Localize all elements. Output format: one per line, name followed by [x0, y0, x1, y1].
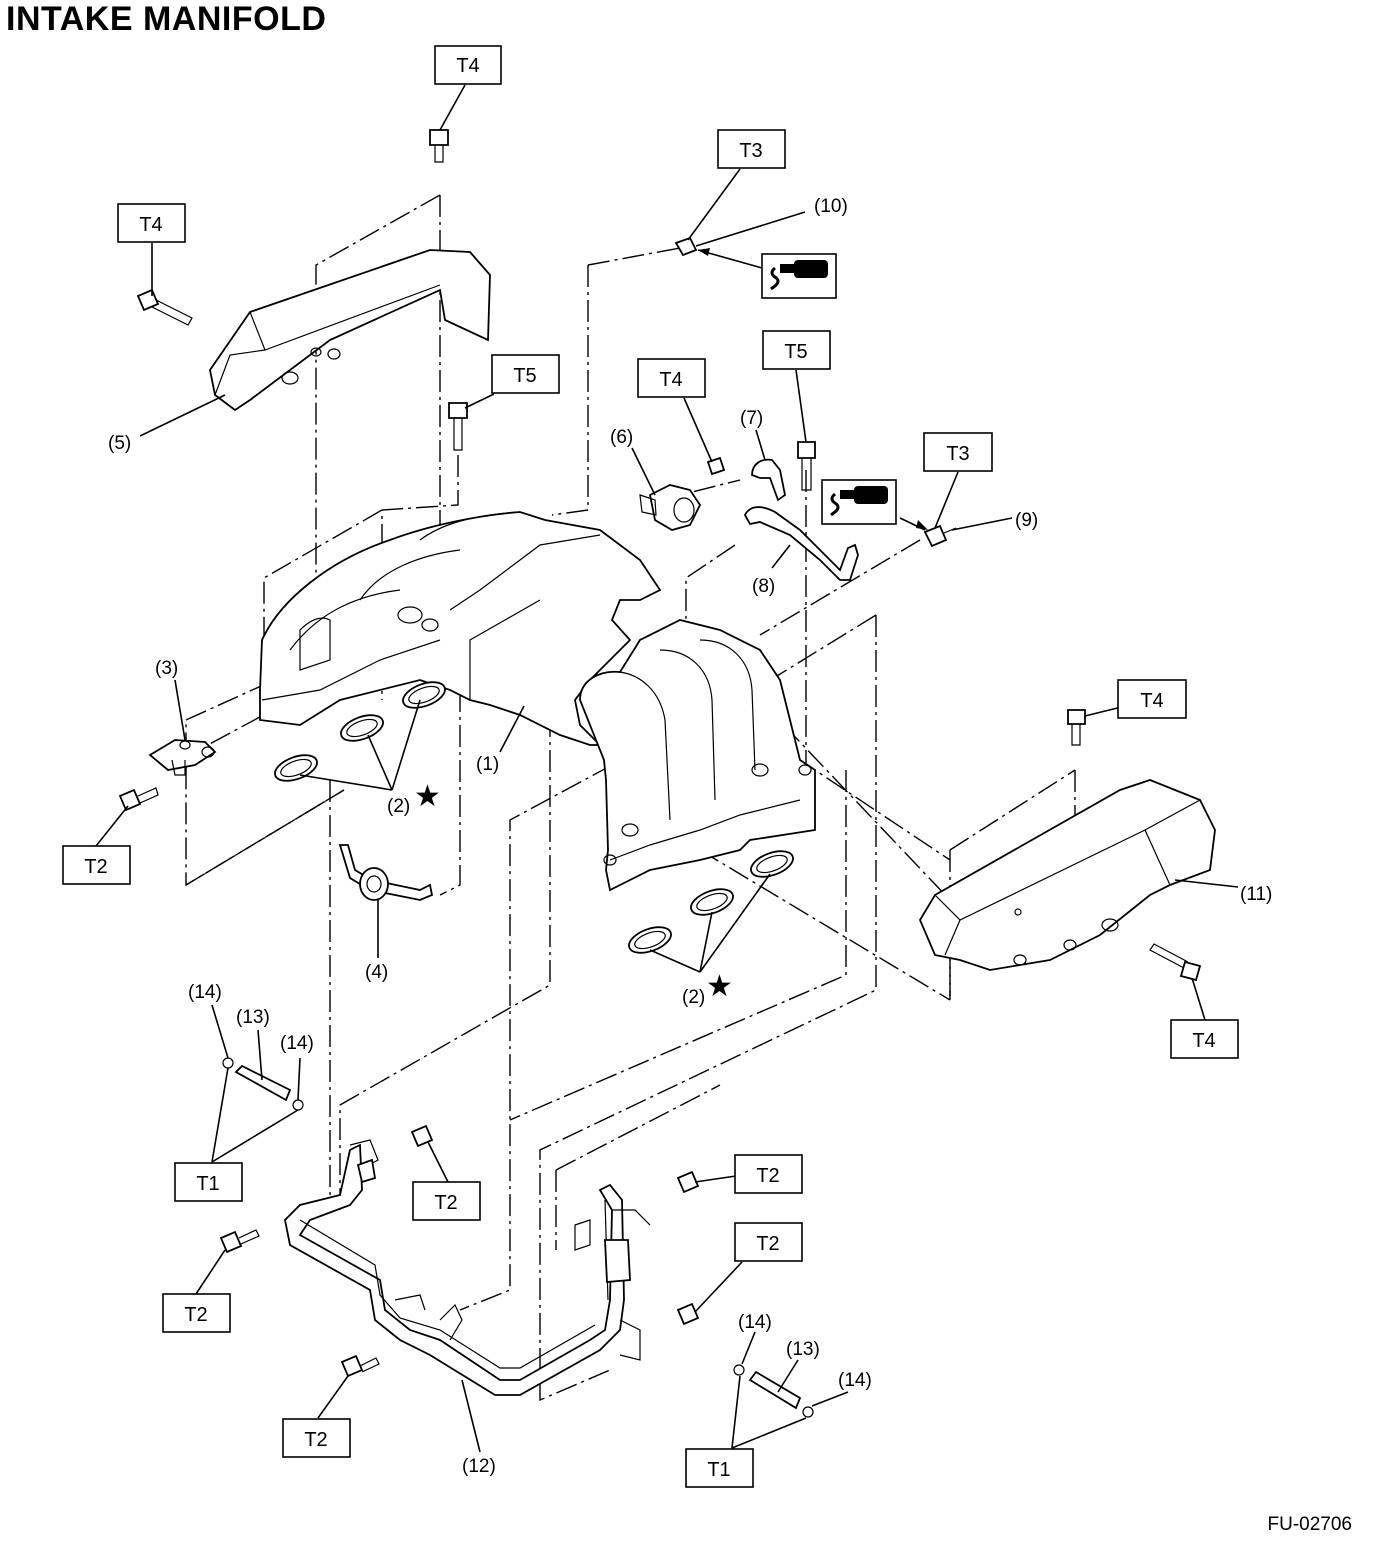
- bolt-t2-lower-left: [219, 1229, 260, 1254]
- svg-text:T2: T2: [756, 1233, 779, 1255]
- torque-box-t4-left: T4: [117, 203, 186, 243]
- torque-box-t4-mid: T4: [637, 358, 706, 398]
- svg-text:T4: T4: [1140, 690, 1163, 712]
- svg-text:T4: T4: [1192, 1030, 1215, 1052]
- label-part-9: (9): [1015, 510, 1038, 531]
- bolt-t4-right-top: [1067, 709, 1086, 746]
- star-icon: ★: [706, 969, 733, 1004]
- bracket-part-3: [148, 739, 217, 776]
- svg-text:T4: T4: [139, 214, 162, 236]
- svg-text:T4: T4: [456, 55, 479, 77]
- svg-text:T5: T5: [784, 341, 807, 363]
- torque-box-t3-top: T3: [717, 129, 786, 169]
- torque-box-t2-bottom: T2: [282, 1418, 351, 1458]
- bolt-t5-left: [448, 402, 468, 451]
- svg-text:T5: T5: [513, 365, 536, 387]
- torque-box-t1-right: T1: [685, 1448, 754, 1488]
- leader-lines: [95, 84, 1239, 1453]
- torque-box-t2-right-upper: T2: [734, 1154, 803, 1194]
- bolt-t2-right-upper: [676, 1170, 700, 1194]
- label-part-12: (12): [462, 1456, 496, 1477]
- svg-text:T1: T1: [196, 1173, 219, 1195]
- bolt-top: [429, 129, 449, 163]
- page-title: INTAKE MANIFOLD: [6, 0, 327, 38]
- hose-part-13-right: [733, 1364, 814, 1418]
- label-part-13-a: (13): [236, 1007, 270, 1028]
- label-part-7: (7): [740, 408, 763, 429]
- liquid-gasket-icon: [761, 253, 837, 299]
- bolt-t2-mid-left: [410, 1124, 434, 1148]
- label-part-10: (10): [814, 196, 848, 217]
- svg-text:T2: T2: [304, 1429, 327, 1451]
- label-part-8: (8): [752, 576, 775, 597]
- svg-text:T2: T2: [84, 856, 107, 878]
- hose-part-7: [751, 458, 786, 502]
- gaskets-part-2-left: [274, 681, 446, 782]
- part-labels: (10) (5) (6) (7) (8) (9) (3) (1) (2) ★ (…: [108, 196, 1272, 1477]
- torque-box-t2-lower-left: T2: [162, 1293, 231, 1333]
- bolt-t2-right-lower: [676, 1302, 700, 1326]
- torque-box-t5-right: T5: [762, 330, 831, 370]
- svg-text:T2: T2: [184, 1304, 207, 1326]
- label-part-13-b: (13): [786, 1339, 820, 1360]
- sensor-part-6: [639, 484, 702, 531]
- label-part-1: (1): [476, 754, 499, 775]
- fuel-pipe-part-12: [284, 1139, 651, 1396]
- liquid-gasket-icon: [821, 479, 897, 525]
- figure-id: FU-02706: [1267, 1514, 1353, 1535]
- hose-part-4: [338, 844, 434, 901]
- torque-box-t4-top: T4: [434, 45, 502, 85]
- star-icon: ★: [414, 779, 441, 814]
- cover-part-5: [209, 249, 491, 412]
- label-part-5: (5): [108, 433, 131, 454]
- pipe-part-8: [743, 506, 859, 581]
- fitting-part-9: [923, 524, 957, 548]
- bolt-t5-right: [797, 441, 816, 491]
- gaskets-part-2-right: [628, 850, 794, 954]
- torque-box-t4-right-top: T4: [1117, 679, 1187, 719]
- manifold-body-part-1: [259, 511, 662, 746]
- label-part-6: (6): [610, 427, 633, 448]
- manifold-runners: [579, 619, 816, 892]
- torque-box-t4-right-bottom: T4: [1170, 1019, 1239, 1059]
- label-part-14-c: (14): [738, 1312, 772, 1333]
- label-part-4: (4): [365, 962, 388, 983]
- torque-box-t2-mid-left: T2: [412, 1181, 481, 1221]
- svg-text:T1: T1: [707, 1459, 730, 1481]
- torque-box-t1-left: T1: [174, 1162, 243, 1202]
- label-part-2-right: (2): [682, 987, 705, 1008]
- torque-box-t2-left: T2: [62, 845, 131, 885]
- bolt-t2-bottom: [340, 1354, 380, 1378]
- svg-text:T2: T2: [756, 1165, 779, 1187]
- svg-text:T3: T3: [946, 443, 969, 465]
- fitting-part-10: [674, 236, 698, 257]
- bolt-t4-right-bottom: [1149, 943, 1202, 982]
- bolt-left: [136, 288, 193, 326]
- label-part-14-d: (14): [838, 1370, 872, 1391]
- bolt-t2-left: [118, 787, 159, 812]
- svg-text:T4: T4: [659, 369, 682, 391]
- svg-text:T3: T3: [739, 140, 762, 162]
- label-part-11: (11): [1240, 884, 1272, 905]
- hose-part-13-left: [222, 1057, 304, 1111]
- torque-box-t2-right-lower: T2: [734, 1222, 803, 1262]
- cover-part-11: [918, 779, 1216, 971]
- bolt-mid: [706, 456, 726, 476]
- svg-text:T2: T2: [434, 1192, 457, 1214]
- label-part-14-a: (14): [188, 982, 222, 1003]
- label-part-3: (3): [155, 658, 178, 679]
- torque-box-t3-right: T3: [923, 432, 993, 472]
- label-part-2-left: (2): [387, 796, 410, 817]
- torque-box-t5-left: T5: [491, 354, 560, 394]
- label-part-14-b: (14): [280, 1033, 314, 1054]
